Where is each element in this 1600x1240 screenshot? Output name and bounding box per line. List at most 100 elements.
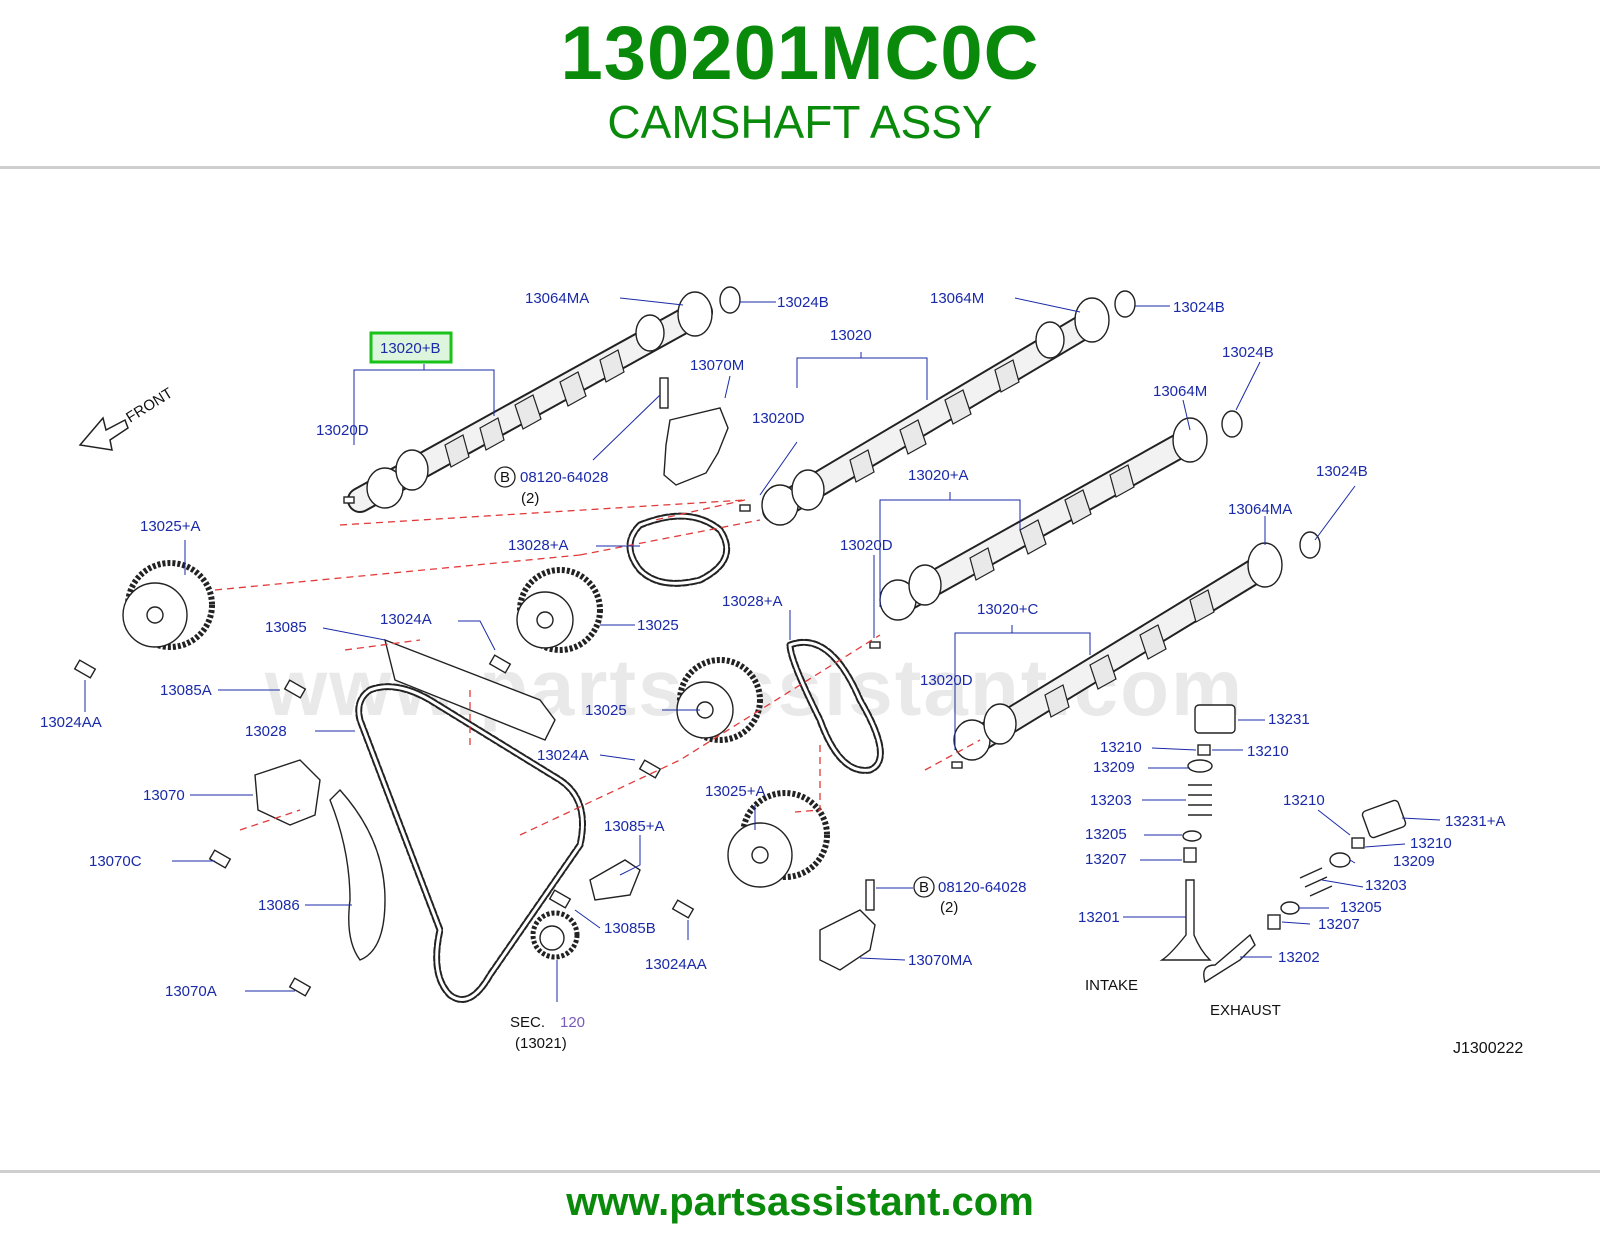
valve-13201[interactable] [1159,879,1212,961]
lifter-13231a[interactable] [1361,799,1407,839]
label-13070c[interactable]: 13070C [89,853,142,870]
dowel-13020d-3[interactable] [869,641,881,649]
label-08120-64028-1[interactable]: 08120-64028 [520,469,608,486]
part-13024b-3[interactable] [1221,410,1243,438]
seal-13207-1[interactable] [1183,847,1197,863]
label-13210-2[interactable]: 13210 [1247,743,1289,760]
bolt-13070a[interactable] [288,977,312,997]
label-13207-1[interactable]: 13207 [1085,851,1127,868]
tensioner-13070m[interactable] [663,407,729,486]
part-13064m-mid[interactable] [1172,417,1208,463]
label-13085a[interactable]: 13085A [160,682,212,699]
bolt-13024aa-2[interactable] [671,899,695,919]
label-13085b[interactable]: 13085B [604,920,656,937]
label-13020d-1[interactable]: 13020D [316,422,369,439]
label-13231[interactable]: 13231 [1268,711,1310,728]
label-13209-1[interactable]: 13209 [1093,759,1135,776]
bolt-08120-1[interactable] [659,377,669,409]
label-13203-1[interactable]: 13203 [1090,792,1132,809]
seat-13205-2[interactable] [1280,901,1300,915]
tensioner-13070ma[interactable] [819,909,876,971]
sprocket-13025a-bottom[interactable] [727,790,830,888]
tensioner-13070[interactable] [254,759,321,826]
bolt-13070c[interactable] [208,849,232,869]
label-13210-3[interactable]: 13210 [1283,792,1325,809]
label-13201[interactable]: 13201 [1078,909,1120,926]
label-13070ma[interactable]: 13070MA [908,952,972,969]
dowel-13020d-4[interactable] [951,761,963,769]
label-13024aa-1[interactable]: 13024AA [40,714,102,731]
retainer-13209-1[interactable] [1187,759,1213,773]
camshaft-13020[interactable] [761,307,1108,526]
label-13028[interactable]: 13028 [245,723,287,740]
part-13024b-2[interactable] [1114,290,1136,318]
label-13024aa-2[interactable]: 13024AA [645,956,707,973]
label-13020c[interactable]: 13020+C [977,601,1038,618]
label-13020d-3[interactable]: 13020D [840,537,893,554]
collet-13210-2[interactable] [1351,837,1365,849]
sprocket-13025-mid[interactable] [676,657,763,743]
label-13020b[interactable]: 13020+B [380,340,440,357]
label-13064m-top[interactable]: 13064M [930,290,984,307]
label-13028a-2[interactable]: 13028+A [722,593,782,610]
dowel-13020d-1[interactable] [343,496,355,504]
footer-url[interactable]: www.partsassistant.com [566,1180,1034,1224]
bolt-13085b[interactable] [548,889,572,909]
sprocket-13025a-top[interactable] [122,560,215,650]
collet-13210-1[interactable] [1197,744,1211,756]
label-13203-2[interactable]: 13203 [1365,877,1407,894]
retainer-13209-2[interactable] [1329,852,1351,868]
label-13024b-1[interactable]: 13024B [777,294,829,311]
label-13205-2[interactable]: 13205 [1340,899,1382,916]
label-08120-64028-2[interactable]: 08120-64028 [938,879,1026,896]
part-13024b-1[interactable] [719,286,741,314]
label-13070a[interactable]: 13070A [165,983,217,1000]
label-13070[interactable]: 13070 [143,787,185,804]
part-13064ma-top[interactable] [677,291,713,337]
dowel-13020d-2[interactable] [739,504,751,512]
valve-13202[interactable] [1203,933,1256,984]
label-13210-4[interactable]: 13210 [1410,835,1452,852]
seal-13207-2[interactable] [1267,914,1281,930]
camshaft-13020c[interactable] [953,552,1278,761]
label-13025-1[interactable]: 13025 [637,617,679,634]
label-13025a-2[interactable]: 13025+A [705,783,765,800]
chain-guide-13086[interactable] [329,788,386,961]
label-13024a-2[interactable]: 13024A [537,747,589,764]
label-13064m-mid[interactable]: 13064M [1153,383,1207,400]
highlight-box-13020b[interactable] [369,331,453,364]
label-13207-2[interactable]: 13207 [1318,916,1360,933]
label-13205-1[interactable]: 13205 [1085,826,1127,843]
label-sec-number[interactable]: 120 [560,1014,585,1031]
label-13202[interactable]: 13202 [1278,949,1320,966]
chain-guide-13085a[interactable] [589,859,641,901]
part-13024b-4[interactable] [1299,531,1321,559]
label-13086[interactable]: 13086 [258,897,300,914]
bolt-13085a[interactable] [283,679,307,699]
label-13024b-4[interactable]: 13024B [1316,463,1368,480]
label-13025a-1[interactable]: 13025+A [140,518,200,535]
label-13209-2[interactable]: 13209 [1393,853,1435,870]
spring-13203-2[interactable] [1299,867,1333,897]
part-13064m-top[interactable] [1074,297,1110,343]
lifter-13231[interactable] [1194,704,1236,734]
bolt-13024aa-1[interactable] [73,659,97,679]
bolt-08120-2[interactable] [865,879,875,911]
part-13064ma-mid[interactable] [1247,542,1283,588]
camshaft-13020b[interactable] [347,299,713,513]
sprocket-13025-top[interactable] [516,567,603,653]
spring-13203-1[interactable] [1188,784,1212,816]
label-13064ma-mid[interactable]: 13064MA [1228,501,1292,518]
label-13070m[interactable]: 13070M [690,357,744,374]
label-13028a-1[interactable]: 13028+A [508,537,568,554]
sprocket-13021[interactable] [530,910,580,960]
bolt-13024a-1[interactable] [488,654,512,674]
label-13085a2[interactable]: 13085+A [604,818,664,835]
label-13024b-2[interactable]: 13024B [1173,299,1225,316]
seat-13205-1[interactable] [1182,830,1202,842]
label-13020a[interactable]: 13020+A [908,467,968,484]
label-13024a-1[interactable]: 13024A [380,611,432,628]
label-13231a[interactable]: 13231+A [1445,813,1505,830]
bolt-13024a-2[interactable] [638,759,662,779]
label-13025-2[interactable]: 13025 [585,702,627,719]
